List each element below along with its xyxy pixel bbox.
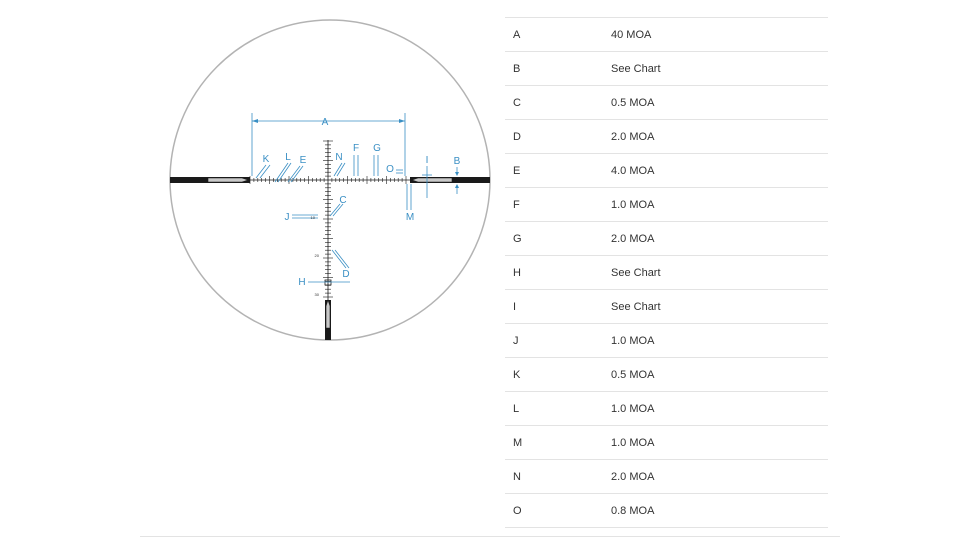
spec-value: 40 MOA <box>603 17 828 52</box>
leader-line <box>274 162 289 183</box>
label-L: L <box>285 152 291 163</box>
label-K: K <box>263 154 270 165</box>
spec-value: 1.0 MOA <box>603 187 828 222</box>
spec-value: 1.0 MOA <box>603 425 828 460</box>
leader-line <box>334 249 350 269</box>
spec-value: 2.0 MOA <box>603 221 828 256</box>
spec-value: 1.0 MOA <box>603 391 828 426</box>
spec-key: J <box>505 323 603 358</box>
right-post-tip <box>411 177 453 183</box>
holdover-box <box>324 279 332 286</box>
label-B: B <box>454 156 461 167</box>
label-I: I <box>426 155 429 166</box>
label-H: H <box>298 277 305 288</box>
leader-line <box>255 164 267 179</box>
leader-line <box>336 162 346 177</box>
spec-key: H <box>505 255 603 290</box>
spec-key: C <box>505 85 603 120</box>
label-M: M <box>406 212 414 223</box>
spec-value: 1.0 MOA <box>603 323 828 358</box>
spec-key: D <box>505 119 603 154</box>
spec-key: K <box>505 357 603 392</box>
spec-key: M <box>505 425 603 460</box>
label-J: J <box>285 212 290 223</box>
spec-key: A <box>505 17 603 52</box>
leader-line <box>333 162 343 177</box>
spec-value: 4.0 MOA <box>603 153 828 188</box>
bottom-divider <box>140 536 840 537</box>
hash-number-10a: 10 <box>311 215 316 220</box>
spec-key: L <box>505 391 603 426</box>
leader-line <box>287 165 301 183</box>
label-N: N <box>335 152 342 163</box>
label-O: O <box>386 164 394 175</box>
spec-value: 2.0 MOA <box>603 459 828 494</box>
label-F: F <box>353 143 359 154</box>
spec-value: 0.5 MOA <box>603 357 828 392</box>
hash-number-20: 20 <box>315 253 320 258</box>
spec-value: 0.5 MOA <box>603 85 828 120</box>
leader-line <box>332 203 344 217</box>
leader-line <box>277 162 292 183</box>
spec-key: G <box>505 221 603 256</box>
spec-value: 2.0 MOA <box>603 119 828 154</box>
leader-line <box>331 249 347 269</box>
spec-value: See Chart <box>603 51 828 86</box>
spec-key: E <box>505 153 603 188</box>
label-C: C <box>339 195 346 206</box>
spec-value: See Chart <box>603 289 828 324</box>
spec-key: N <box>505 459 603 494</box>
spec-key: B <box>505 51 603 86</box>
label-E: E <box>300 155 307 166</box>
leader-line <box>329 203 341 217</box>
leader-line <box>259 164 271 179</box>
label-A: A <box>322 117 329 128</box>
reticle-diagram: A K L E N F G O I B C J M D H 10 10 20 3… <box>160 10 500 350</box>
label-G: G <box>373 143 381 154</box>
leader-line <box>290 165 304 183</box>
spec-value: 0.8 MOA <box>603 493 828 528</box>
spec-key: I <box>505 289 603 324</box>
label-D: D <box>342 269 349 280</box>
left-post-tip <box>207 177 249 183</box>
hash-number-30: 30 <box>315 292 320 297</box>
spec-value: See Chart <box>603 255 828 290</box>
spec-key: O <box>505 493 603 528</box>
spec-key: F <box>505 187 603 222</box>
reticle-svg: A K L E N F G O I B C J M D H 10 10 20 3… <box>169 19 491 341</box>
bottom-post-tip <box>325 299 331 329</box>
